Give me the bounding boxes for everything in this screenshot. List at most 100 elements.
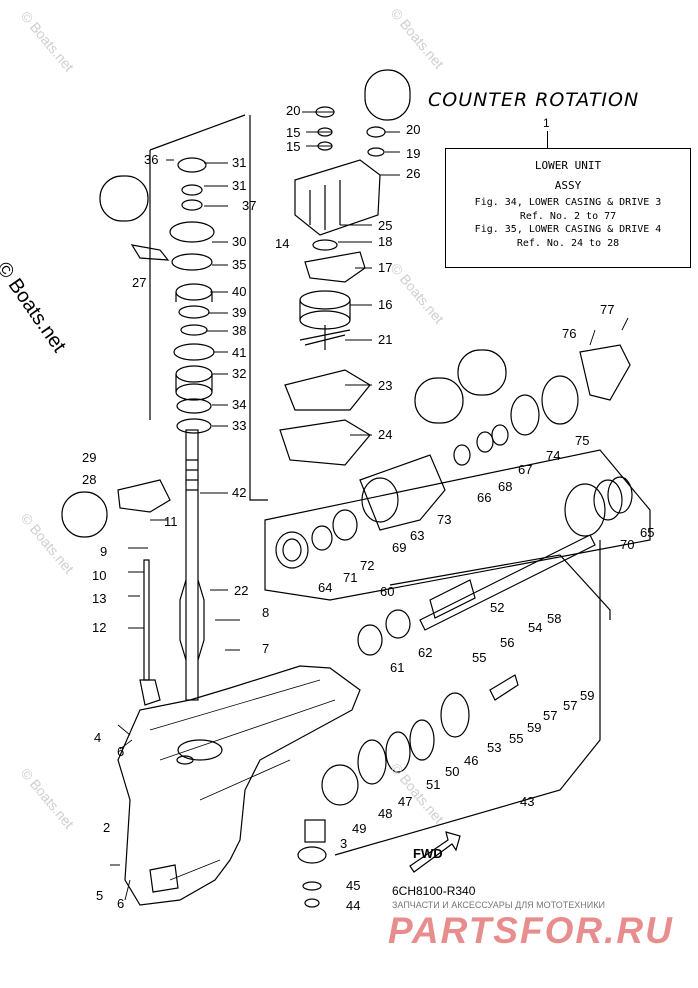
driveshaft [185, 429, 199, 701]
group-outline-reverse-gear [389, 554, 611, 620]
fwd-label: FWD [413, 846, 443, 861]
shift-rod [143, 559, 150, 681]
part-label: 54 [528, 620, 542, 635]
bracket-27 [130, 244, 170, 261]
part-label: 44 [346, 898, 360, 913]
part-label: 6 [117, 896, 124, 911]
part-label: 18 [378, 234, 392, 249]
part-label: 31 [232, 155, 246, 170]
part-label: 16 [378, 297, 392, 312]
part-label: 10 [92, 568, 106, 583]
part-label: 52 [490, 600, 504, 615]
part-label: 26 [406, 166, 420, 181]
part-label: 31 [232, 178, 246, 193]
ref-line-3: Fig. 34, LOWER CASING & DRIVE 3 [474, 197, 662, 208]
part-label: 70 [620, 537, 634, 552]
part-label: 27 [132, 275, 146, 290]
part-label: 7 [262, 641, 269, 656]
part-label: 62 [418, 645, 432, 660]
part-label: 35 [232, 257, 246, 272]
clamp [117, 479, 171, 513]
part-label: 15 [286, 125, 300, 140]
part-label: 42 [232, 485, 246, 500]
shop-subtitle: ЗАПЧАСТИ И АКСЕССУАРЫ ДЛЯ МОТОТЕХНИКИ [392, 900, 605, 910]
part-label: 15 [286, 139, 300, 154]
part-label: 61 [390, 660, 404, 675]
part-label: 76 [562, 326, 576, 341]
part-label: 14 [275, 236, 289, 251]
leader-lines [110, 111, 629, 901]
ref-line-1: LOWER UNIT [534, 159, 602, 172]
part-label: 45 [346, 878, 360, 893]
ref-line-6: Ref. No. 24 to 28 [516, 237, 620, 249]
part-label: 75 [575, 433, 589, 448]
part-label: 50 [445, 764, 459, 779]
fwd-arrow [409, 831, 461, 873]
part-label: 24 [378, 427, 392, 442]
part-label: 57 [543, 708, 557, 723]
part-label: 67 [518, 462, 532, 477]
part-label: 4 [94, 730, 101, 745]
part-label: 57 [563, 698, 577, 713]
leader-43 [334, 540, 601, 856]
part-label: 56 [500, 635, 514, 650]
part-label: 37 [242, 198, 256, 213]
lower-casing [117, 665, 361, 906]
part-label: 49 [352, 821, 366, 836]
part-label: 68 [498, 479, 512, 494]
inset-callout-left [99, 175, 149, 222]
group-outline-propshaft [264, 449, 651, 601]
part-label: 48 [378, 806, 392, 821]
part-label: 3 [340, 836, 347, 851]
part-label: 2 [103, 820, 110, 835]
part-label: 17 [378, 260, 392, 275]
part-label: 65 [640, 525, 654, 540]
part-label: 60 [380, 584, 394, 599]
water-pump [279, 106, 386, 466]
part-label: 20 [286, 103, 300, 118]
part-label: 59 [527, 720, 541, 735]
ref-line-5: Fig. 35, LOWER CASING & DRIVE 4 [474, 224, 662, 235]
part-label: 25 [378, 218, 392, 233]
part-label: 64 [318, 580, 332, 595]
part-label: 36 [144, 152, 158, 167]
inset-callout-right2 [457, 349, 507, 396]
part-label: 43 [520, 794, 534, 809]
part-label: 32 [232, 366, 246, 381]
group-outline-water-pump [249, 115, 268, 501]
part-label: 72 [360, 558, 374, 573]
part-label: 40 [232, 284, 246, 299]
part-label: 6 [117, 744, 124, 759]
reference-box: LOWER UNIT ASSY Fig. 34, LOWER CASING & … [445, 148, 691, 268]
part-label: 33 [232, 418, 246, 433]
part-label: 5 [96, 888, 103, 903]
part-label: 55 [509, 731, 523, 746]
part-label: 19 [406, 146, 420, 161]
shop-logo: PARTSFOR.RU [388, 910, 674, 951]
ref-line-4: Ref. No. 2 to 77 [519, 210, 617, 222]
part-label: 58 [547, 611, 561, 626]
part-label: 30 [232, 234, 246, 249]
ref-item-number: 1 [543, 116, 550, 130]
part-label: 11 [164, 514, 178, 529]
part-label: 9 [100, 544, 107, 559]
propeller-shaft [275, 344, 633, 631]
part-label: 51 [426, 777, 440, 792]
part-label: 38 [232, 323, 246, 338]
part-label: 39 [232, 305, 246, 320]
bearing-stack [169, 157, 215, 434]
part-label: 12 [92, 620, 106, 635]
clutch-gear-group [297, 609, 519, 908]
inset-callout-top [364, 69, 411, 121]
group-outline-driveshaft [149, 114, 246, 420]
part-label: 23 [378, 378, 392, 393]
part-label: 63 [410, 528, 424, 543]
part-label: 69 [392, 540, 406, 555]
ref-line-2: ASSY [554, 178, 582, 192]
part-label: 46 [464, 753, 478, 768]
part-label: 73 [437, 512, 451, 527]
part-label: 71 [343, 570, 357, 585]
part-label: 59 [580, 688, 594, 703]
ref-leader [547, 131, 548, 148]
